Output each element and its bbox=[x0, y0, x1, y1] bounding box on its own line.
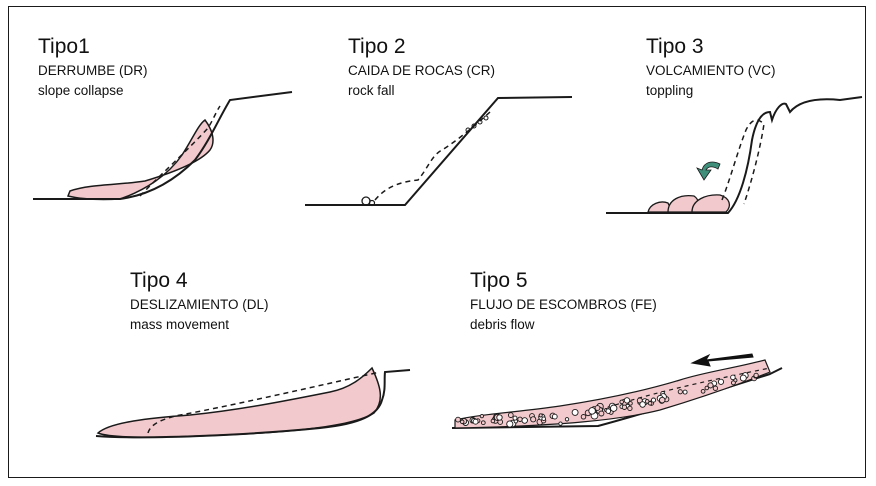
debris-particle bbox=[599, 411, 604, 416]
debris-particle bbox=[456, 417, 461, 422]
debris-particle bbox=[539, 414, 542, 417]
debris-particle bbox=[491, 419, 495, 423]
debris-particle bbox=[518, 417, 522, 421]
debris-particle bbox=[565, 418, 568, 421]
rock-fall-sketch bbox=[305, 97, 572, 206]
debris-particle bbox=[572, 409, 578, 415]
toppling-sketch bbox=[606, 97, 862, 213]
debris-particle bbox=[683, 390, 687, 394]
debris-particle bbox=[731, 381, 735, 385]
debris-particle bbox=[622, 405, 626, 409]
debris-particle bbox=[606, 409, 611, 414]
debris-particle bbox=[640, 402, 646, 408]
debris-particle bbox=[507, 421, 513, 427]
debris-particle bbox=[589, 408, 596, 415]
deposit-tipo-1 bbox=[68, 120, 213, 199]
ground-profile bbox=[305, 97, 572, 205]
slope-collapse-sketch bbox=[33, 92, 292, 199]
toppled-column-dashed bbox=[722, 120, 764, 204]
debris-particle bbox=[542, 417, 546, 421]
debris-particle bbox=[480, 414, 483, 417]
ground-profile bbox=[606, 97, 862, 213]
debris-particle bbox=[651, 398, 655, 402]
debris-particle bbox=[629, 402, 633, 406]
debris-particle bbox=[731, 375, 736, 380]
debris-particle bbox=[508, 413, 513, 418]
rotation-arrow-icon bbox=[697, 162, 720, 180]
fall-trajectory-dashed bbox=[375, 112, 490, 200]
debris-particle bbox=[740, 375, 746, 381]
debris-particle bbox=[581, 415, 586, 420]
deposit-tipo-4 bbox=[98, 368, 380, 437]
debris-particle bbox=[611, 405, 617, 411]
flow-direction-arrow-icon bbox=[692, 354, 753, 366]
ground-profile bbox=[33, 92, 292, 199]
debris-particle bbox=[718, 379, 723, 384]
debris-particle bbox=[659, 397, 665, 403]
debris-particle bbox=[701, 389, 705, 393]
debris-particle bbox=[460, 420, 464, 424]
debris-particle bbox=[497, 415, 502, 420]
debris-flow-sketch bbox=[452, 354, 782, 428]
debris-particle bbox=[648, 402, 652, 406]
debris-particle bbox=[713, 386, 717, 390]
debris-particle bbox=[473, 419, 478, 424]
debris-particle bbox=[628, 406, 632, 410]
debris-particle bbox=[513, 416, 517, 420]
debris-particle bbox=[531, 417, 536, 422]
rock-debris bbox=[484, 116, 488, 120]
debris-particle bbox=[708, 383, 713, 388]
debris-particle bbox=[481, 421, 485, 425]
debris-particle bbox=[595, 406, 600, 411]
debris-particle bbox=[522, 418, 528, 424]
fallen-rock bbox=[362, 197, 370, 205]
debris-particle bbox=[620, 400, 624, 404]
debris-particle bbox=[754, 373, 758, 377]
debris-particle bbox=[552, 414, 557, 419]
debris-particle bbox=[559, 422, 562, 425]
debris-particle bbox=[678, 390, 682, 394]
mass-movement-sketch bbox=[96, 368, 410, 437]
